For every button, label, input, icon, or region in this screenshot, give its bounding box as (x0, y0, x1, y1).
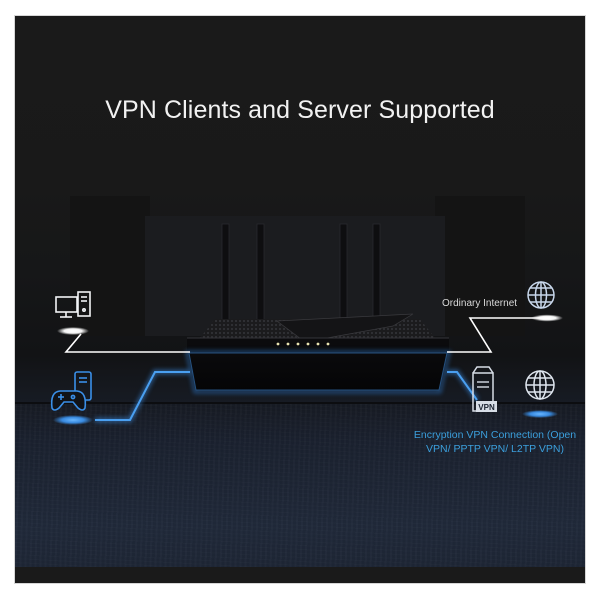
gamepad-glow-pad (53, 415, 93, 425)
vpn-server-icon: VPN (472, 366, 497, 412)
router-leds (276, 342, 330, 346)
gamepad-server-icon (50, 371, 92, 411)
vpn-line-left (95, 371, 190, 421)
router (185, 313, 451, 394)
router-stand-glow (185, 350, 451, 394)
router-stand (188, 352, 448, 391)
desktop-glow-pad (57, 327, 89, 335)
antenna (256, 223, 265, 325)
floor-texture (15, 404, 585, 567)
floor-horizon (15, 402, 585, 404)
led (276, 342, 280, 346)
antenna (221, 223, 230, 330)
ordinary-line-left (64, 333, 190, 353)
desktop-computer-icon (55, 291, 91, 318)
background-block-left (70, 196, 150, 336)
antenna (372, 223, 381, 330)
led (296, 342, 300, 346)
router-antennas (221, 223, 381, 330)
globe-icon (525, 370, 555, 400)
ordinary-internet-label: Ordinary Internet (442, 298, 518, 309)
network-diagram: VPN (50, 223, 563, 425)
feature-banner: VPN Clients and Server Supported (15, 16, 585, 583)
vpn-line-right (447, 371, 478, 401)
background-block-right (435, 196, 525, 336)
vpn-connection (95, 369, 480, 423)
ordinary-connection (64, 317, 550, 353)
led (326, 342, 330, 346)
antenna (339, 223, 348, 325)
internet-glow-pad (531, 314, 563, 322)
led (306, 342, 310, 346)
led (316, 342, 320, 346)
vpn-glow-pad (522, 410, 558, 418)
led (286, 342, 290, 346)
globe-icon (527, 281, 555, 309)
router-top-panel (276, 313, 414, 343)
page-title: VPN Clients and Server Supported (105, 96, 495, 124)
encryption-vpn-label: Encryption VPN Connection (Open VPN/ PPT… (413, 429, 577, 455)
bottom-strip (15, 567, 585, 583)
vpn-badge: VPN (478, 403, 495, 412)
ordinary-line-right (447, 317, 550, 353)
